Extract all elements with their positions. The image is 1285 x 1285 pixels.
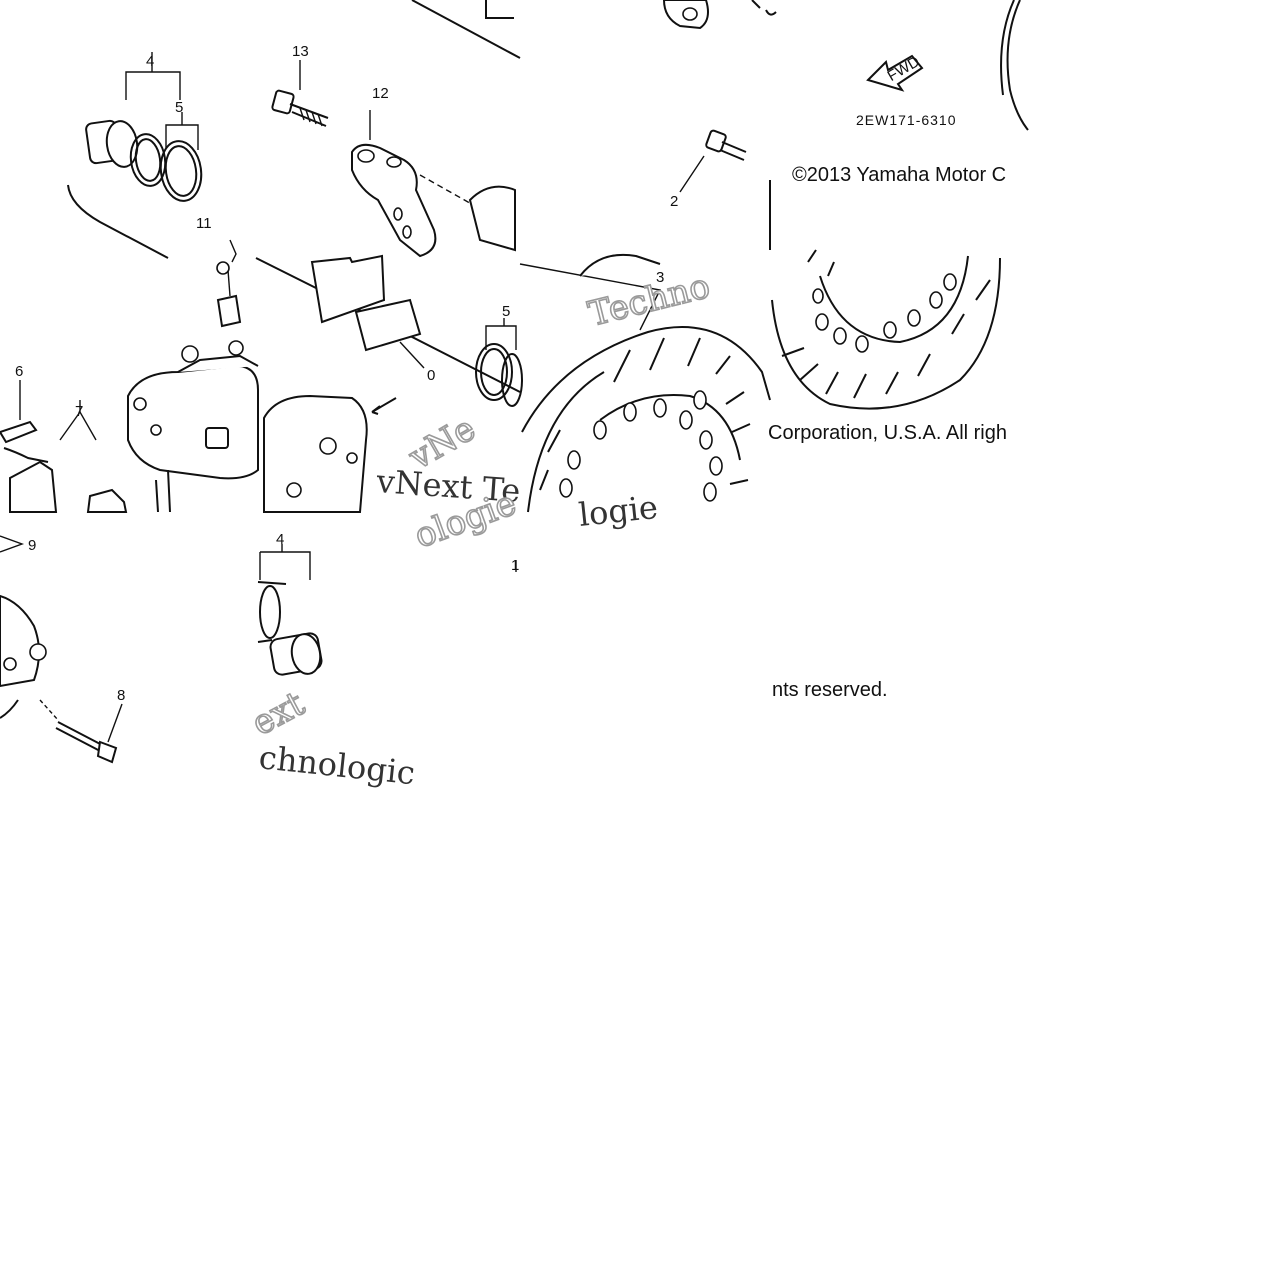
caliper-left	[127, 239, 259, 513]
seals-right-5	[475, 318, 523, 407]
fwd-arrow-group: FWD 2EW171-6310	[856, 53, 957, 128]
copyright-line-1b: Corporation, U.S.A. All righ	[768, 422, 1007, 444]
copyright-line-2: nts reserved.	[772, 679, 888, 701]
watermark-ext: ext	[245, 684, 311, 744]
pad-spring-6	[0, 380, 49, 463]
piston-4-lower	[257, 544, 323, 676]
caliper-lower	[0, 594, 47, 719]
callout-1: 1	[511, 557, 519, 574]
callout-12: 12	[372, 85, 389, 102]
brake-disc-rear	[771, 249, 1001, 410]
watermark-logie: logie	[577, 488, 660, 534]
brake-disc-front	[519, 253, 771, 513]
copyright-line-1a: ©2013 Yamaha Motor C	[792, 164, 1006, 186]
part-code: 2EW171-6310	[856, 112, 957, 128]
callout-10: 0	[427, 367, 435, 384]
bolt-2	[679, 129, 747, 193]
bracket-bolt-group	[271, 0, 521, 258]
bolt-8	[39, 699, 123, 764]
callout-4-lower: 4	[276, 531, 284, 548]
caliper-right	[263, 394, 368, 513]
callout-3: 3	[656, 269, 664, 286]
watermark: Techno vNext Te logie vNe ext chnologic …	[245, 265, 715, 792]
callout-2: 2	[670, 193, 678, 210]
callout-9-bracket	[0, 535, 25, 553]
piston-seal-group	[67, 52, 203, 259]
watermark-chnologic: chnologic	[257, 738, 417, 792]
copyright-text: ©2013 Yamaha Motor C Corporation, U.S.A.…	[768, 164, 1007, 701]
caliper-top-fragment	[662, 0, 777, 30]
callout-4: 4	[146, 53, 154, 70]
callout-8: 8	[117, 687, 125, 704]
callout-labels: 1 2 3 4 4 5 5 6 7 8 9 0 11 12 13	[15, 43, 678, 704]
pad-plate-10	[255, 254, 521, 415]
callout-11: 11	[196, 215, 212, 232]
brake-disc-rear-outline	[769, 0, 1029, 250]
watermark-techno: Techno	[585, 266, 714, 335]
pads-7	[9, 400, 128, 513]
callout-13: 13	[292, 43, 309, 60]
callout-9: 9	[28, 537, 36, 554]
callout-5-right: 5	[502, 303, 510, 320]
callout-5: 5	[175, 99, 183, 116]
callout-7: 7	[75, 403, 83, 420]
callout-6: 6	[15, 363, 23, 380]
